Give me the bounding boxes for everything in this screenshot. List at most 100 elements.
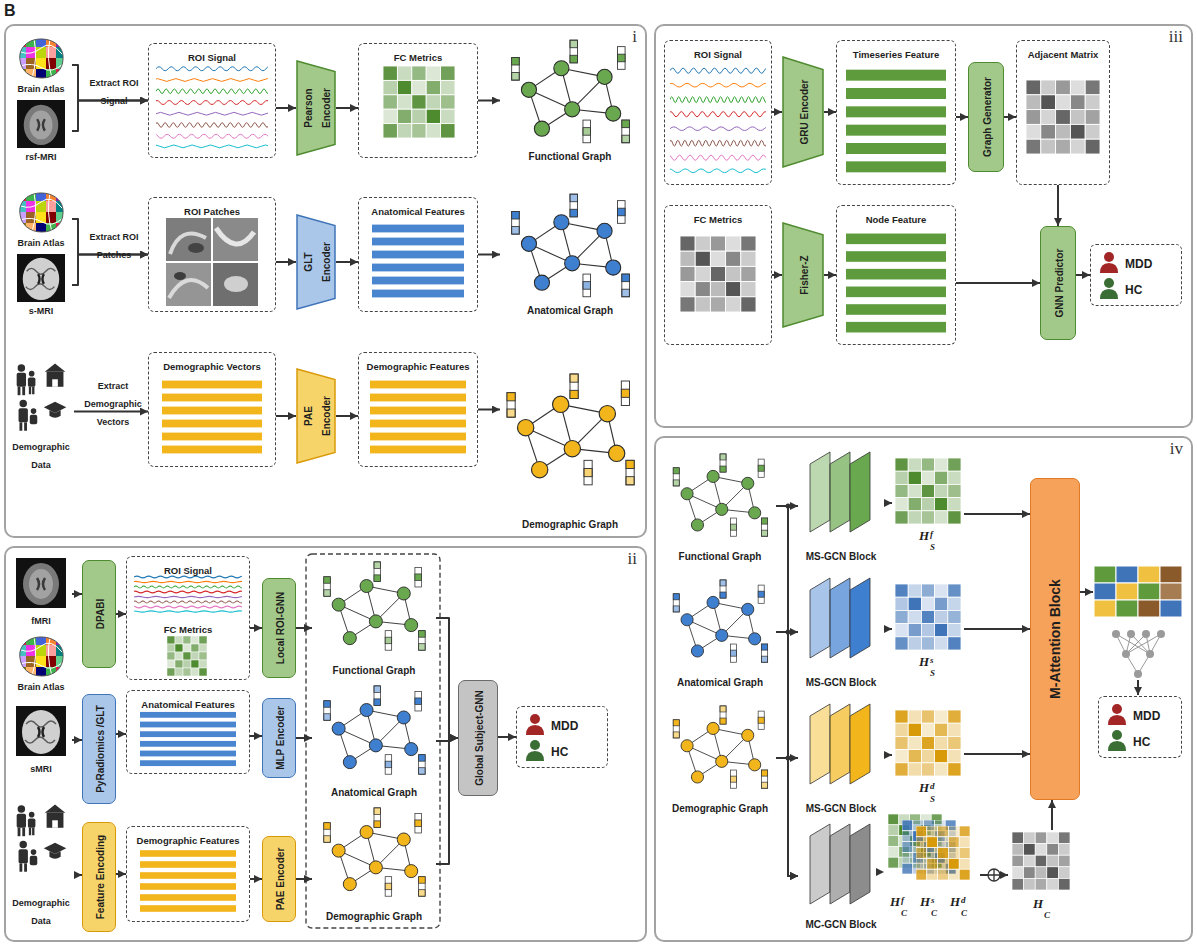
node-label: Demographic Features	[367, 361, 470, 372]
mri-image	[16, 706, 66, 756]
node-label: ROI Signal	[164, 565, 212, 576]
feature-stripes	[372, 225, 464, 298]
node-label: Demographic Vectors	[163, 361, 261, 372]
figure-node: Demographic Data	[8, 356, 74, 472]
rect-part	[1160, 600, 1182, 617]
path-part	[988, 869, 1000, 881]
node-label: ROI Patches	[184, 206, 240, 217]
node-label: d	[930, 781, 935, 791]
text-slot: C	[901, 902, 907, 920]
node-label: Local ROI-GNN	[275, 592, 286, 664]
text-slot: H	[920, 892, 930, 910]
text-slot: Demographic Data	[8, 436, 74, 472]
text-slot: Anatomical Features	[362, 201, 474, 219]
figure-node: Anatomical Graph	[500, 190, 640, 318]
output-box: MDD HC	[1090, 244, 1182, 306]
arrow-connector	[116, 873, 126, 875]
node-label: PyRadiomics /GLT	[95, 705, 106, 793]
text-slot: ROI Signal	[668, 44, 768, 62]
trapezoid-shape	[297, 215, 335, 309]
arrow-connector	[964, 513, 1030, 515]
arrow-connector	[824, 111, 836, 113]
graph-figure	[673, 454, 767, 536]
arrow-connector	[116, 613, 126, 615]
edge-label: Extract Demographic Vectors	[84, 381, 142, 427]
text-slot: MC-GCN Block	[798, 914, 884, 932]
person-icon	[1100, 278, 1118, 299]
text-slot: HC	[1125, 280, 1142, 298]
node-label: f	[930, 529, 933, 539]
node-label: Adjacent Matrix	[1028, 49, 1099, 60]
text-slot: PyRadiomics /GLT	[90, 699, 108, 799]
text-slot: Functional Graph	[664, 546, 776, 564]
gcn-stack	[810, 824, 870, 904]
group-frame	[306, 554, 440, 928]
text-slot: Local ROI-GNN	[270, 583, 288, 673]
text-slot: HC	[1133, 732, 1150, 750]
text-slot: B	[4, 2, 16, 20]
arrow-connector	[776, 632, 798, 876]
arrow-connector	[250, 627, 262, 629]
node-label: s-MRI	[29, 306, 54, 316]
node-label: Anatomical Graph	[677, 677, 763, 688]
arrow-connector	[336, 107, 358, 109]
text-slot: MLP Encoder	[270, 703, 288, 773]
node-label: Demographic Graph	[522, 519, 618, 530]
classifier-network	[1112, 630, 1165, 678]
process-box: Local ROI-GNN	[262, 578, 296, 678]
process-box: M-Attention Block	[1030, 478, 1080, 800]
node-label: Feature Encoding	[95, 835, 106, 919]
figure-node: MS-GCN Block	[798, 700, 884, 816]
arrow-connector	[436, 618, 458, 738]
roi-signals	[666, 68, 772, 172]
text-slot: Extract ROI Patches	[84, 226, 144, 262]
text-slot: ROI Signal	[130, 560, 246, 578]
dashed-box: FC Metrics	[664, 205, 772, 345]
node-label: MC-GCN Block	[805, 919, 876, 930]
figure-node: MS-GCN Block	[798, 574, 884, 690]
node-label: HC	[1133, 735, 1150, 749]
text-slot: PAE Encoder	[298, 386, 334, 446]
node-label: H	[919, 528, 929, 543]
node-label: H	[950, 894, 960, 909]
node-label: ROI Signal	[694, 49, 742, 60]
figure-node: Functional Graph	[664, 448, 776, 564]
node-label: FC Metrics	[394, 52, 443, 63]
trapezoid-shape	[297, 369, 335, 463]
process-box: Feature Encoding	[82, 822, 116, 932]
brain-atlas-image	[16, 634, 66, 678]
arrow-connector	[776, 758, 798, 876]
arrow-connector	[296, 737, 312, 739]
panel-frame: iifMRIBrain AtlassMRIDemographic DataDPA…	[4, 546, 647, 942]
gcn-stack	[810, 704, 870, 784]
brain-atlas-image	[16, 190, 66, 234]
matrix-label: HsS	[892, 582, 964, 676]
node-label: Timeseries Feature	[853, 49, 939, 60]
node-label: Functional Graph	[333, 665, 416, 676]
gcn-stack	[810, 452, 870, 532]
text-slot: C	[961, 902, 967, 920]
encoder-trapezoid: GRU Encoder	[782, 56, 824, 168]
node-label: MDD	[1125, 257, 1152, 271]
figure-node: Demographic Graph	[500, 346, 640, 532]
text-slot: GLT Encoder	[298, 232, 334, 292]
panel-frame: iiiROI SignalGRU Encoder Timeseries Featu…	[654, 24, 1193, 428]
node-label: iii	[1169, 27, 1183, 46]
text-slot: S	[930, 536, 935, 554]
text-slot: H	[1033, 894, 1043, 912]
text-slot: H	[919, 526, 929, 544]
text-slot: Feature Encoding	[90, 827, 108, 927]
arrow-connector	[74, 874, 82, 876]
encoder-trapezoid: Fisher-Z	[782, 222, 824, 328]
process-box: MLP Encoder	[262, 698, 296, 778]
node-label: Demographic Features	[137, 835, 240, 846]
node-label: d	[961, 895, 966, 905]
text-slot: GRU Encoder	[794, 78, 812, 147]
figure-node: Functional Graph	[312, 558, 436, 678]
node-label: MLP Encoder	[275, 706, 286, 770]
feature-matrix	[1012, 832, 1070, 890]
output-box: MDDHC	[1098, 696, 1182, 758]
text-slot: HC	[551, 742, 568, 760]
node-label: C	[1044, 910, 1050, 920]
text-slot: Anatomical Graph	[664, 672, 776, 690]
